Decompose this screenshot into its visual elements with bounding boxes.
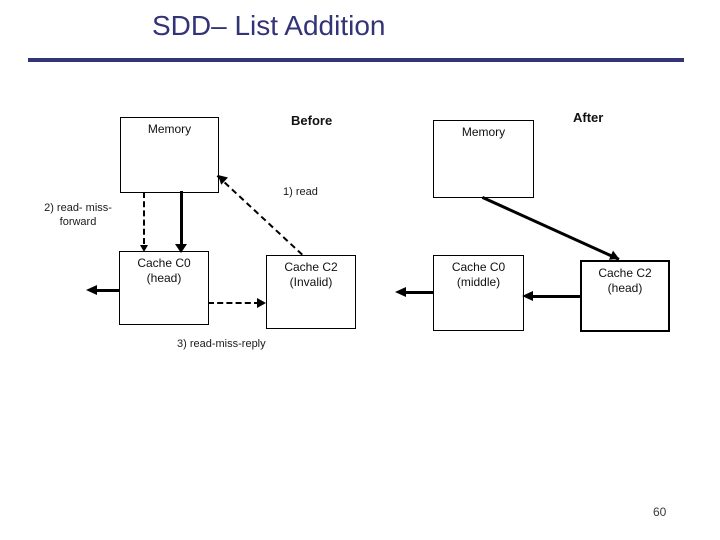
arrow-c0-to-c2-reply-shaft (208, 302, 260, 304)
arrow-memory-to-c0-solid-head-icon (175, 244, 187, 253)
before-cache-c2-box: Cache C2 (Invalid) (266, 255, 356, 329)
arrow-before-c0-next-head-icon (86, 285, 97, 295)
before-memory-box: Memory (120, 117, 219, 193)
arrow-before-c0-next-shaft (96, 289, 119, 292)
before-cache-c2-role: (Invalid) (289, 275, 333, 289)
before-cache-c2-name: Cache C2 (284, 260, 338, 274)
arrow-memory-to-c0-dashed-head-icon (140, 245, 148, 252)
arrow-after-c0-next-shaft (406, 291, 433, 294)
before-section-label: Before (291, 113, 333, 128)
arrow-memory-to-c0-dashed-shaft (143, 192, 145, 244)
before-memory-label: Memory (147, 122, 192, 136)
before-cache-c0-box: Cache C0 (head) (119, 251, 209, 325)
after-memory-box: Memory (433, 120, 534, 198)
after-cache-c2-box: Cache C2 (head) (580, 260, 670, 332)
title-underline (28, 58, 684, 62)
page-number: 60 (653, 505, 667, 519)
arrow-c0-to-c2-reply-head-icon (257, 298, 266, 308)
after-cache-c2-role: (head) (607, 281, 643, 295)
annotation-read-miss-forward: 2) read- miss- forward (44, 202, 112, 228)
after-memory-label: Memory (461, 125, 506, 139)
arrow-after-c0-next-head-icon (395, 287, 406, 297)
page-title: SDD– List Addition (152, 10, 386, 41)
annotation-read: 1) read (283, 186, 318, 198)
annotation-read-miss-reply: 3) read-miss-reply (177, 338, 266, 350)
after-section-label: After (573, 110, 604, 125)
arrow-memory-to-c2-head (481, 196, 622, 264)
before-cache-c0-role: (head) (146, 271, 182, 285)
after-cache-c0-box: Cache C0 (middle) (433, 255, 524, 331)
after-cache-c0-name: Cache C0 (451, 260, 506, 274)
before-cache-c0-name: Cache C0 (137, 256, 191, 270)
after-cache-c2-name: Cache C2 (598, 266, 652, 280)
arrow-c2-to-c0-shaft (532, 295, 580, 298)
arrow-memory-to-c0-solid-shaft (180, 191, 183, 244)
after-cache-c0-role: (middle) (456, 275, 501, 289)
arrow-c2-to-c0-head-icon (522, 291, 533, 301)
